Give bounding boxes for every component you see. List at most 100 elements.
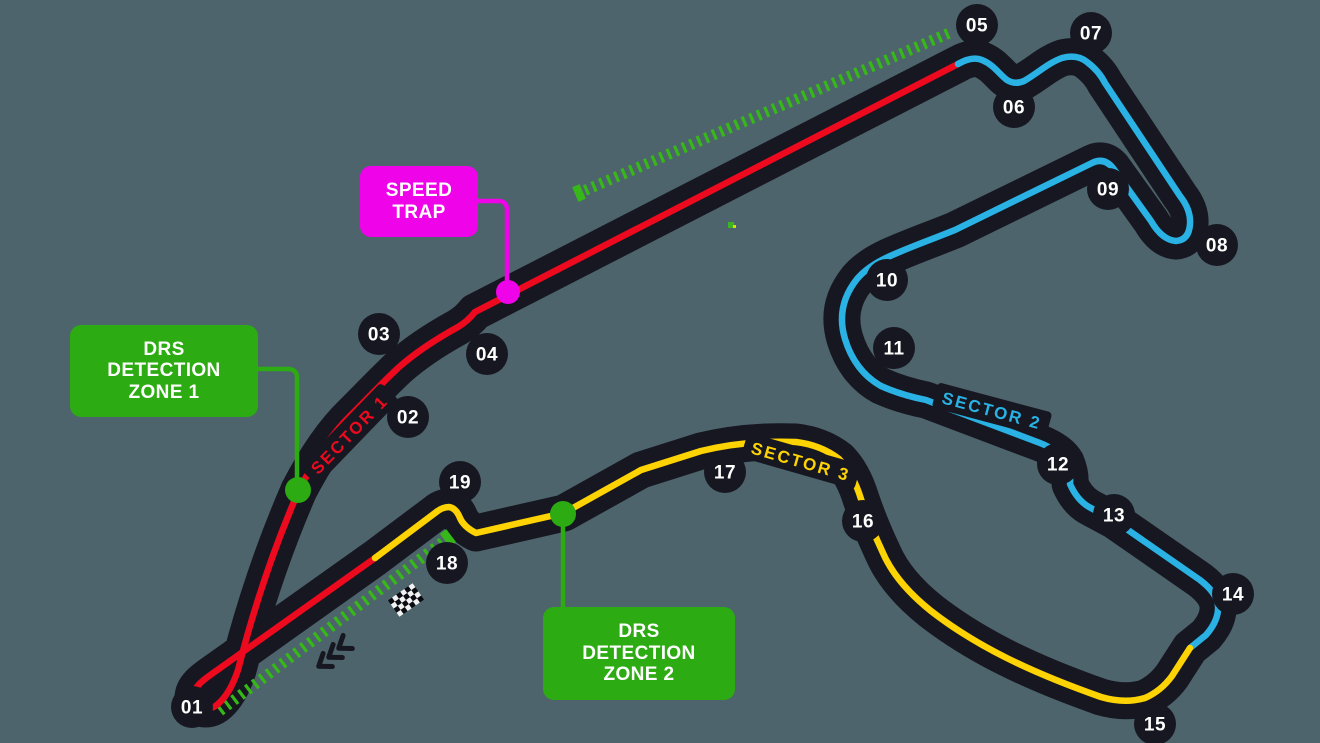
drs-hatch-tick: [755, 109, 763, 121]
drs-hatch-tick: [374, 584, 384, 596]
direction-chevron-icon: [326, 641, 345, 661]
drs-hatch-tick: [763, 106, 771, 118]
yellow-speck: [733, 225, 736, 228]
flag-square: [417, 595, 425, 603]
drs-hatch-tick: [733, 119, 741, 131]
turn-badge-circle: [466, 333, 508, 375]
drs-zone-2-dot: [550, 501, 576, 527]
turn-badge-number: 04: [476, 345, 498, 366]
turn-badge-circle: [439, 461, 481, 503]
checkered-flag-icon: [387, 583, 425, 617]
speed-trap-label-line2: TRAP: [392, 201, 446, 223]
drs-hatch-tick: [718, 125, 726, 138]
flag-square: [396, 591, 404, 599]
drs-hatch-tick: [785, 96, 793, 108]
sector-label-bg: [741, 433, 861, 489]
drs-hatch-tick: [920, 38, 929, 50]
turn-badge-circle: [1037, 443, 1079, 485]
turn-badge-circle: [873, 327, 915, 369]
turn-badge-18: 18: [426, 542, 468, 584]
flag-square: [393, 605, 401, 613]
drs-hatch-tick: [612, 171, 621, 183]
turn-badge-number: 16: [852, 512, 874, 533]
drs-hatch-tick: [860, 64, 869, 76]
turn-badge-circle: [1087, 168, 1129, 210]
turn-badge-circle: [1093, 494, 1135, 536]
drs-hatch-tick: [868, 60, 876, 73]
turn-badge-06: 06: [993, 86, 1035, 128]
turn-badge-number: 01: [181, 698, 203, 719]
flag-square: [403, 593, 411, 600]
turn-badge-number: 02: [397, 408, 419, 429]
turn-badge-number: 03: [368, 325, 390, 346]
drs-hatch-tick: [748, 112, 756, 125]
drs-hatch-tick: [695, 135, 703, 147]
turn-badge-14: 14: [1212, 573, 1254, 615]
drs-hatch-tick: [657, 151, 666, 163]
drs-hatch-tick: [778, 99, 786, 112]
turn-badge-number: 12: [1047, 455, 1069, 476]
turn-badge-circle: [956, 4, 998, 46]
drs-hatch-tick: [688, 138, 696, 151]
drs-hatch-tick: [672, 145, 681, 157]
drs-hatch-tick: [635, 161, 643, 173]
drs-hatch-tick: [943, 28, 951, 40]
drs-hatch-tick: [278, 657, 288, 669]
drs-hatch-tick: [367, 589, 377, 601]
drs-hatch-tick: [898, 47, 906, 60]
turn-badge-circle: [842, 500, 884, 542]
drs-hatch-tick: [800, 89, 808, 102]
turn-badge-circle: [358, 313, 400, 355]
drs-hatch-tick: [237, 689, 247, 700]
drs-hatch-tick: [845, 70, 854, 82]
turn-badge-13: 13: [1093, 494, 1135, 536]
drs-hatch-tick: [853, 67, 861, 79]
drs-zone-2-label-line3: ZONE 2: [603, 664, 675, 686]
turn-badge-04: 04: [466, 333, 508, 375]
drs-detection-zone-2-label: DRS DETECTION ZONE 2: [543, 607, 735, 700]
drs-zone-1-label-line1: DRS: [143, 338, 185, 360]
turn-badge-03: 03: [358, 313, 400, 355]
racing-line-sector-2: [838, 53, 1222, 652]
drs-hatch-tick: [250, 678, 260, 690]
speed-trap-label-line1: SPEED: [385, 180, 453, 202]
drs-hatch-tick: [830, 76, 838, 89]
drs-hatch-tick: [620, 167, 628, 180]
drs-hatch-tick: [815, 83, 823, 95]
drs-hatch-tick: [838, 73, 846, 86]
turn-badge-circle: [1196, 224, 1238, 266]
start-finish-straight-hatch: [216, 529, 457, 716]
drs-hatch-tick: [347, 605, 357, 617]
flag-square: [387, 597, 395, 605]
drs-hatch-tick: [883, 54, 891, 66]
drs-zone-1-label-line3: ZONE 1: [128, 381, 200, 403]
speed-trap-connector: [470, 198, 510, 284]
flag-square: [397, 602, 405, 610]
drs-hatch-tick: [572, 184, 586, 202]
speed-trap-label: SPEED TRAP: [360, 166, 478, 237]
flag-square: [400, 606, 408, 614]
drs-zone-1-label-line2: DETECTION: [107, 360, 221, 382]
drs-hatch-tick: [590, 180, 598, 193]
turn-badge-01: 01: [171, 686, 213, 728]
turn-badge-number: 08: [1206, 236, 1228, 257]
turn-badge-circle: [1134, 703, 1176, 743]
drs-hatch-tick: [770, 102, 778, 115]
flag-square: [407, 590, 415, 598]
drs-hatch-tick: [388, 574, 398, 586]
drs-zone-1-connector: [252, 366, 300, 482]
drs-hatch-tick: [360, 595, 371, 606]
drs-hatch-tick: [808, 86, 816, 99]
turn-badge-08: 08: [1196, 224, 1238, 266]
drs-hatch-tick: [740, 115, 748, 128]
drs-hatch-tick: [257, 673, 267, 685]
turn-badge-10: 10: [866, 259, 908, 301]
drs-hatch-tick: [793, 93, 801, 105]
drs-hatch-tick: [285, 652, 295, 664]
turn-badge-15: 15: [1134, 703, 1176, 743]
turn-badge-number: 18: [436, 554, 458, 575]
flag-square: [406, 597, 413, 605]
drs-zone-2-label-line2: DETECTION: [582, 642, 696, 664]
